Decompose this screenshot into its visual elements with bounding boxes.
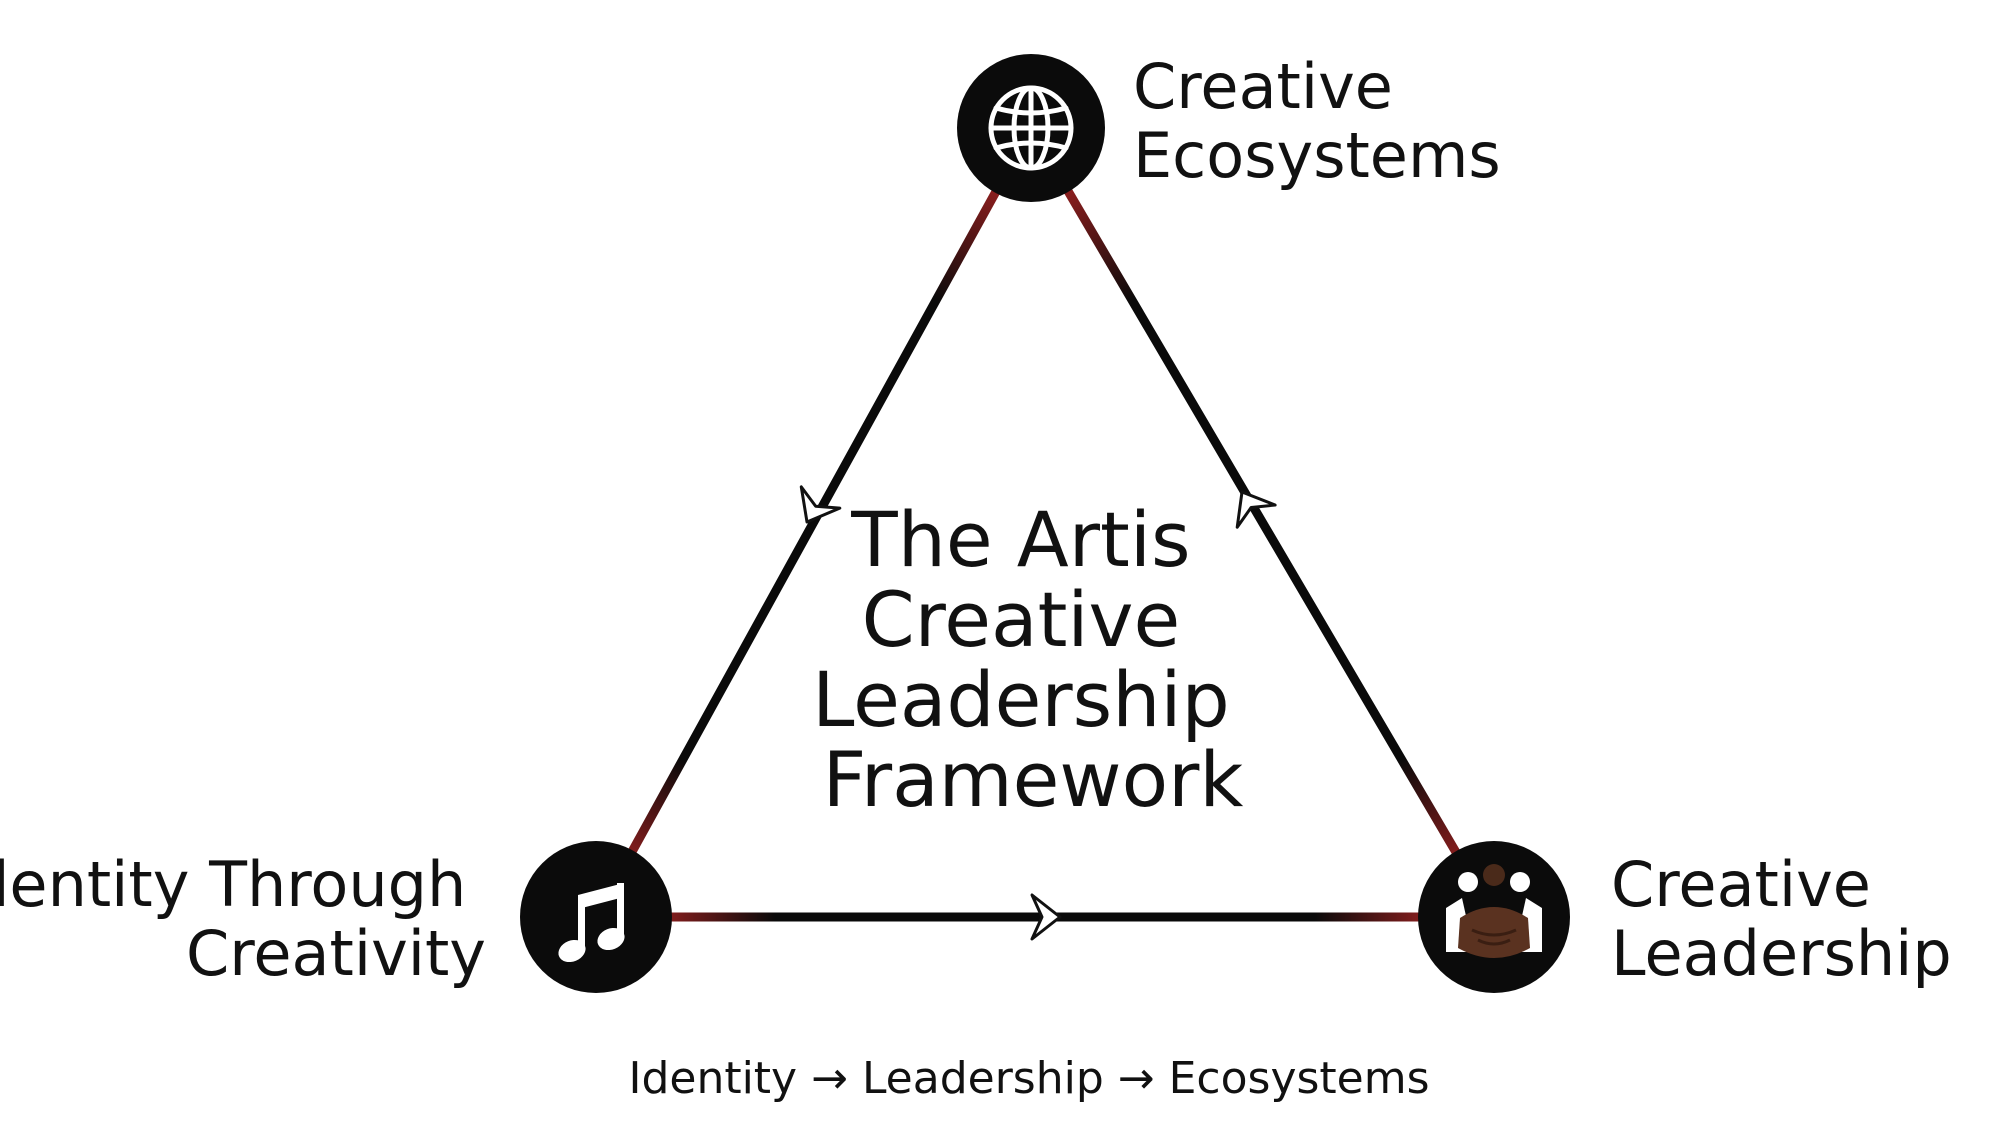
node-label-right: Creative Leadership xyxy=(1611,848,1952,990)
arrow-head-right-edge xyxy=(1235,490,1277,529)
node-circle-left xyxy=(520,841,672,993)
node-creative-ecosystems: Creative Ecosystems xyxy=(957,50,1501,202)
node-label-left: Identity Through Creativity xyxy=(0,848,486,990)
framework-title: The Artis Creative Leadership Framework xyxy=(812,495,1254,824)
edge-leadership-to-ecosystems xyxy=(1026,123,1499,922)
handshake-group-icon xyxy=(1446,864,1542,958)
music-note-icon xyxy=(558,883,625,963)
node-label-top: Creative Ecosystems xyxy=(1133,50,1501,192)
arrow-head-left-edge xyxy=(799,485,842,524)
edge-ecosystems-to-identity xyxy=(591,123,1036,922)
arrow-head-bottom-edge xyxy=(1030,893,1062,941)
flow-caption: Identity → Leadership → Ecosystems xyxy=(628,1053,1429,1104)
globe-icon xyxy=(988,85,1074,171)
node-creative-leadership: Creative Leadership xyxy=(1418,841,1952,993)
node-identity-through-creativity: Identity Through Creativity xyxy=(0,841,672,993)
